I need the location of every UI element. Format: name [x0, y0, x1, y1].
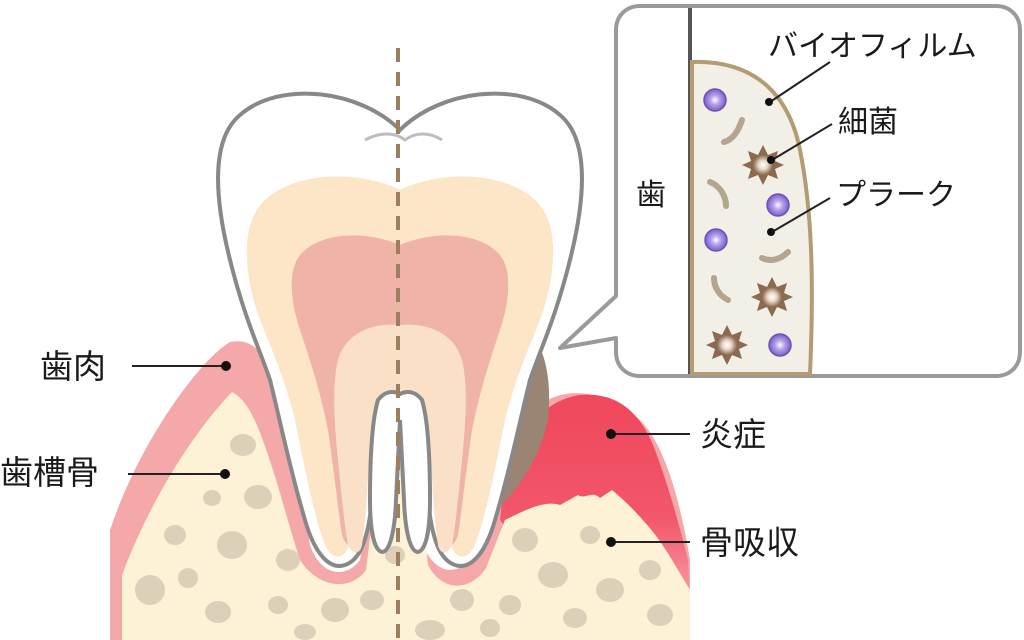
label-alveolar-bone-group: 歯槽骨	[0, 453, 230, 492]
bone-spots	[135, 434, 673, 640]
rod-bacteria	[707, 117, 791, 303]
label-bone-resorption-group: 骨吸収	[606, 523, 799, 562]
inset-tooth-label: 歯	[636, 178, 666, 213]
label-alveolar-bone: 歯槽骨	[0, 453, 99, 492]
label-inflammation-group: 炎症	[606, 415, 766, 454]
label-bone-resorption: 骨吸収	[700, 523, 799, 562]
biofilm-inset: 歯	[558, 4, 1022, 378]
label-gum: 歯肉	[40, 347, 106, 386]
tooth	[216, 91, 584, 568]
label-gum-group: 歯肉	[40, 347, 231, 386]
inset-plaque-label: プラーク	[836, 178, 956, 213]
purple-bacteria	[703, 88, 792, 357]
label-inflammation: 炎症	[700, 415, 766, 454]
inset-bacteria-label: 細菌	[838, 105, 898, 140]
inset-biofilm-label: バイオフィルム	[768, 29, 977, 64]
spiky-bacteria	[706, 145, 793, 365]
